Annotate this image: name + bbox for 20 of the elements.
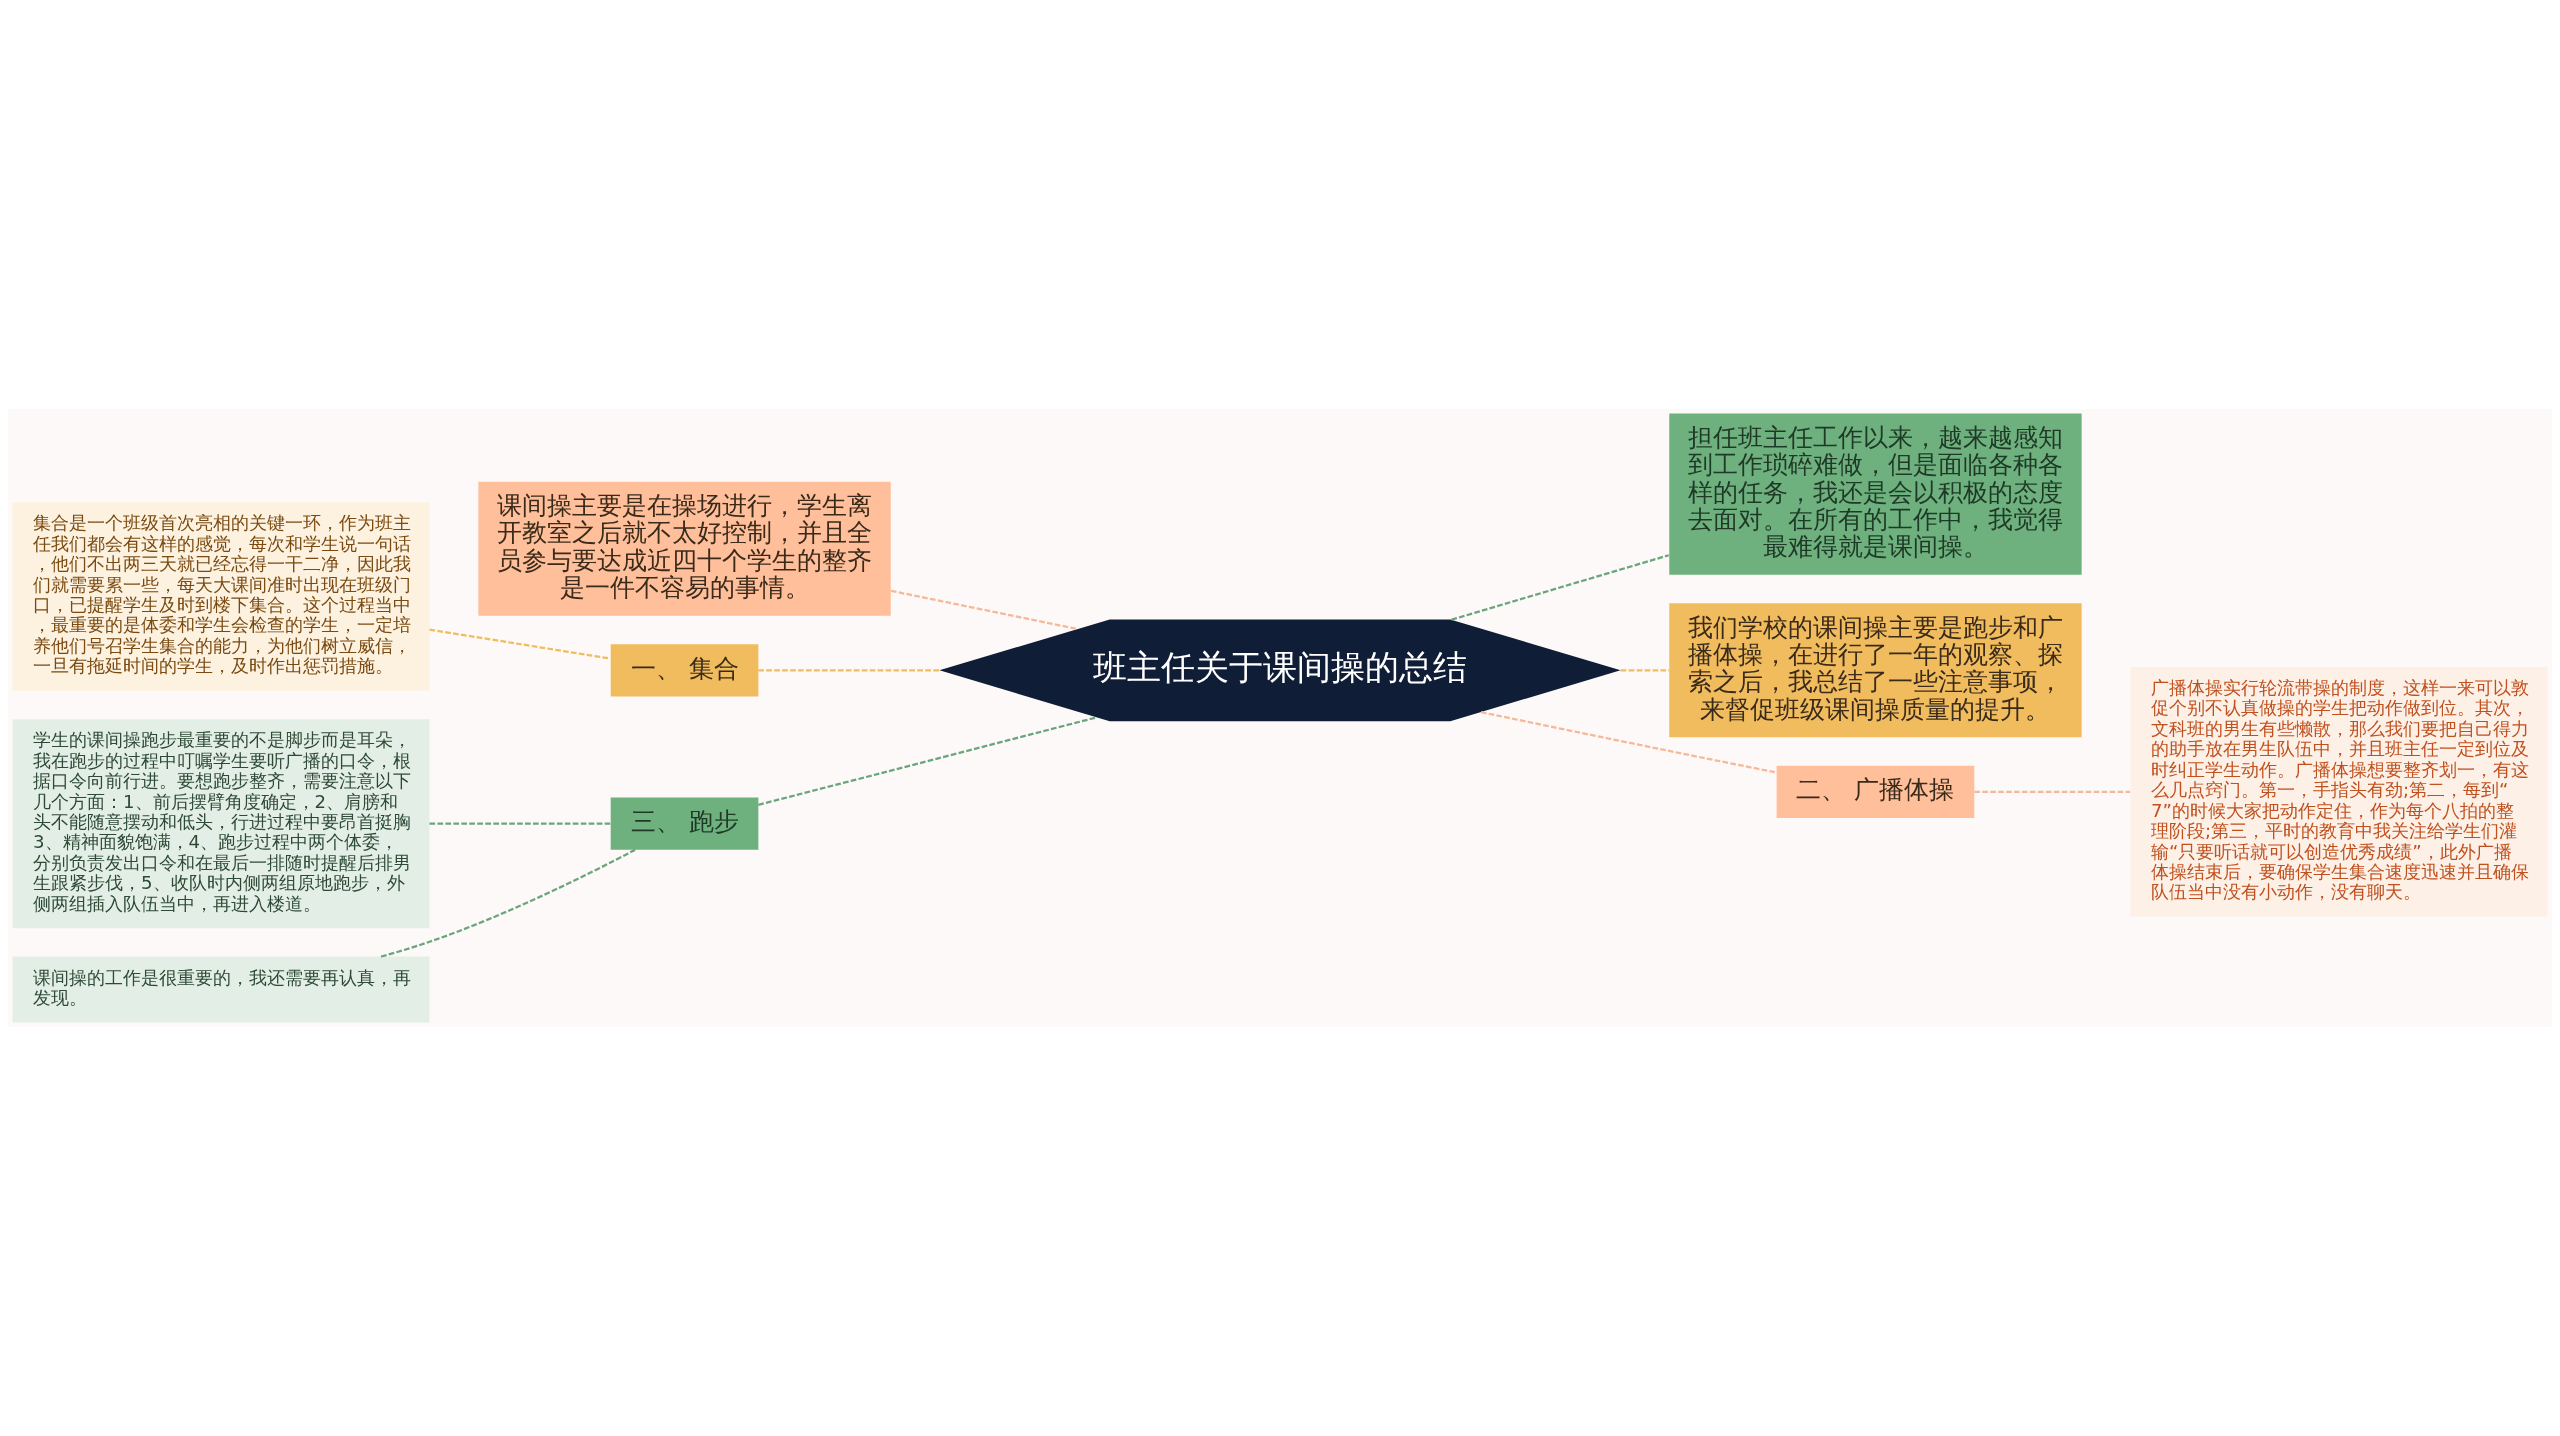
node-box: 课间操主要是在操场进行，学生离开教室之后就不太好控制，并且全员参与要达成近四十个学生的整齐是一件不容易的事情。 — [478, 481, 891, 616]
connector — [758, 716, 1097, 806]
node-box: 三、 跑步 — [610, 797, 759, 850]
connector — [380, 848, 636, 958]
node-box: 一、 集合 — [610, 644, 759, 697]
node-box: 担任班主任工作以来，越来越感知到工作琐碎难做，但是面临各种各样的任务，我还是会以积极的态度去面对。在所有的工作中，我觉得最难得就是课间操。 — [1669, 413, 2082, 575]
connector — [429, 822, 611, 825]
node-box: 广播体操实行轮流带操的制度，这样一来可以敦促个别不认真做操的学生把动作做到位。其次，文科班的男生有些懒散，那么我们要把自己得力的助手放在男生队伍中，并且班主任一定到位及时纠正学生动作。广播体操想要整齐划一，有这么几点窍门。第一，手指头有劲;第二，每到“7”的时候大家把动作定住，作为每个八拍的整理阶段;第三，平时的教育中我关注给学生们灌输“只要听话就可以创造优秀成绩”，此外广播体操结束后，要确保学生集合速度迅速并且确保队伍当中没有小动作，没有聊天。 — [2130, 666, 2548, 917]
node-box: 学生的课间操跑步最重要的不是脚步而是耳朵，我在跑步的过程中叮嘱学生要听广播的口令，根据口令向前行进。要想跑步整齐，需要注意以下几个方面：1、前后摆臂角度确定，2、肩膀和头不能随意摆动和低头，行进过程中要昂首挺胸3、精神面貌饱满，4、跑步过程中两个体委，分别负责发出口令和在最后一排随时提醒后排男生跟紧步伐，5、收队时内侧两组原地跑步，外侧两组插入队伍当中，再进入楼道。 — [12, 719, 430, 929]
connector — [1451, 554, 1670, 621]
node-box: 课间操的工作是很重要的，我还需要再认真，再发现。 — [12, 956, 430, 1023]
connector — [429, 628, 611, 660]
connector — [758, 669, 940, 672]
connector — [890, 589, 1078, 631]
node-box: 集合是一个班级首次亮相的关键一环，作为班主任我们都会有这样的感觉，每次和学生说一句话，他们不出两三天就已经忘得一干二净，因此我们就需要累一些，每天大课间准时出现在班级门口，已提醒学生及时到楼下集合。这个过程当中，最重要的是体委和学生会检查的学生，一定培养他们号召学生集合的能力，为他们树立威信，一旦有拖延时间的学生，及时作出惩罚措施。 — [12, 502, 430, 691]
connector — [1620, 669, 1670, 672]
connector — [1480, 711, 1777, 774]
node-box: 我们学校的课间操主要是跑步和广播体操，在进行了一年的观察、探索之后，我总结了一些注意事项，来督促班级课间操质量的提升。 — [1669, 603, 2082, 738]
connector — [1974, 790, 2131, 793]
node-box: 二、 广播体操 — [1776, 765, 1975, 818]
